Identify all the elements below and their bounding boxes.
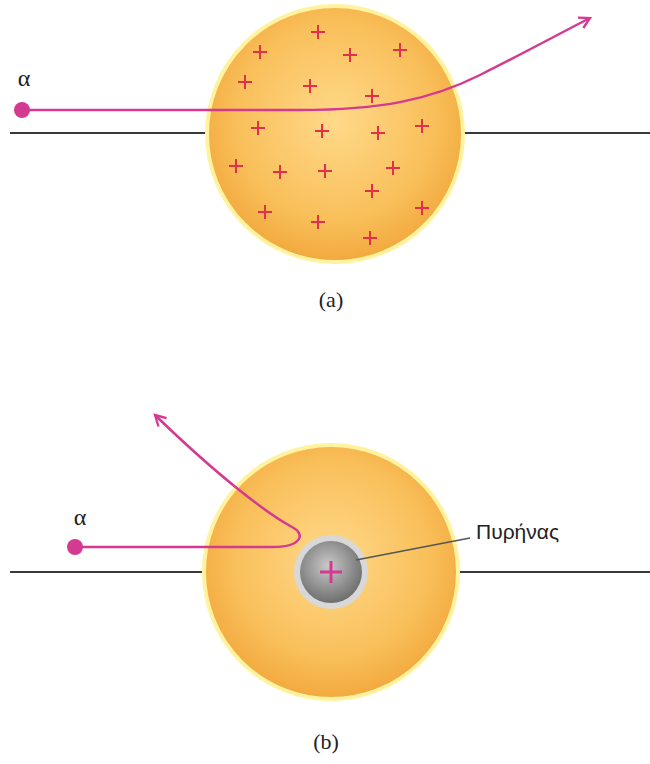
plus-sign [318,164,332,178]
panel-label: (a) [319,288,343,312]
plus-sign [415,201,429,215]
plus-sign [273,165,287,179]
plus-sign [343,48,357,62]
alpha-particle [14,102,30,118]
plus-sign [315,124,329,138]
plus-sign [238,75,252,89]
axis-line [460,571,650,573]
plus-sign [251,121,265,135]
plus-sign [229,159,243,173]
alpha-path [22,18,590,110]
plus-sign [311,215,325,229]
plus-sign [363,231,377,245]
nucleus [300,541,362,603]
atom-sphere [204,445,458,699]
atom-sphere [207,6,463,262]
plus-sign [311,25,325,39]
particle-label: α [18,65,31,91]
plus-sign [365,89,379,103]
nucleus-charge [320,561,342,583]
plus-sign [415,119,429,133]
alpha-path [75,415,300,547]
nucleus-halo [294,535,368,609]
plus-sign [303,79,317,93]
plus-sign [371,126,385,140]
axis-line [10,132,207,134]
plus-sign [253,45,267,59]
plus-sign [386,161,400,175]
positive-charges [229,25,429,245]
part-name: Πυρήνας [476,520,559,543]
panel-label: (b) [313,730,339,754]
alpha-particle [67,539,83,555]
plus-sign [258,205,272,219]
axis-line [10,571,203,573]
plus-sign [365,184,379,198]
leader-line [356,538,470,560]
particle-label: α [74,504,87,530]
plus-sign [393,43,407,57]
axis-line [462,132,650,134]
